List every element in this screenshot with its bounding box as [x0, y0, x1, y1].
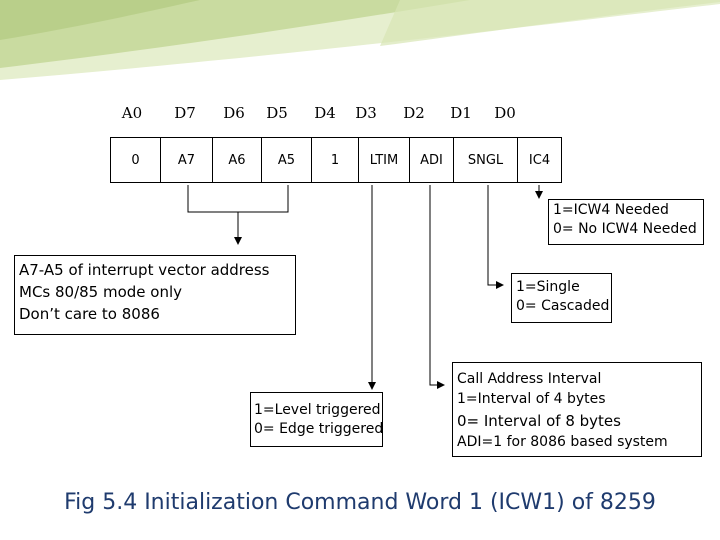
ltim-description-box: 1=Level triggered 0= Edge triggered	[250, 392, 383, 447]
header-d4: D4	[314, 104, 336, 122]
header-d2: D2	[403, 104, 425, 122]
ic4-line-1: 1=ICW4 Needed	[553, 202, 669, 218]
sngl-arrow	[487, 185, 504, 289]
adi-arrow	[429, 185, 445, 389]
adi-line-3: 0= Interval of 8 bytes	[457, 412, 621, 430]
ltim-line-2: 0= Edge triggered	[254, 421, 384, 437]
header-d7: D7	[174, 104, 196, 122]
adi-line-1: Call Address Interval	[457, 371, 602, 387]
cell-d1: SNGL	[453, 137, 517, 183]
header-d3: D3	[355, 104, 377, 122]
a7-a5-line-1: A7-A5 of interrupt vector address	[19, 261, 270, 279]
sngl-line-1: 1=Single	[516, 279, 580, 295]
figure-caption: Fig 5.4 Initialization Command Word 1 (I…	[64, 490, 656, 515]
icw1-register: 0 A7 A6 A5 1 LTIM ADI SNGL IC4	[110, 137, 562, 185]
header-d6: D6	[223, 104, 245, 122]
cell-d6: A6	[212, 137, 261, 183]
cell-d4: 1	[311, 137, 358, 183]
a7-a5-description-box: A7-A5 of interrupt vector address MCs 80…	[14, 255, 296, 335]
header-a0: A0	[121, 104, 143, 122]
cell-d2: ADI	[409, 137, 453, 183]
cell-d7: A7	[160, 137, 212, 183]
header-d5: D5	[266, 104, 288, 122]
adi-line-4: ADI=1 for 8086 based system	[457, 434, 668, 450]
header-d1: D1	[450, 104, 472, 122]
adi-description-box: Call Address Interval 1=Interval of 4 by…	[452, 362, 702, 457]
cell-d3: LTIM	[358, 137, 409, 183]
sngl-description-box: 1=Single 0= Cascaded	[511, 273, 612, 323]
cell-a0: 0	[110, 137, 160, 183]
header-d0: D0	[494, 104, 516, 122]
a7-a5-line-2: MCs 80/85 mode only	[19, 283, 183, 301]
ic4-description-box: 1=ICW4 Needed 0= No ICW4 Needed	[548, 199, 704, 245]
decorative-banner	[0, 0, 720, 90]
cell-d5: A5	[261, 137, 311, 183]
a7-a5-bracket	[187, 185, 289, 213]
cell-d0: IC4	[517, 137, 562, 183]
ic4-line-2: 0= No ICW4 Needed	[553, 221, 697, 237]
a7-a5-line-3: Don’t care to 8086	[19, 305, 160, 323]
adi-line-2: 1=Interval of 4 bytes	[457, 391, 606, 407]
sngl-line-2: 0= Cascaded	[516, 298, 610, 314]
ltim-line-1: 1=Level triggered	[254, 402, 381, 418]
